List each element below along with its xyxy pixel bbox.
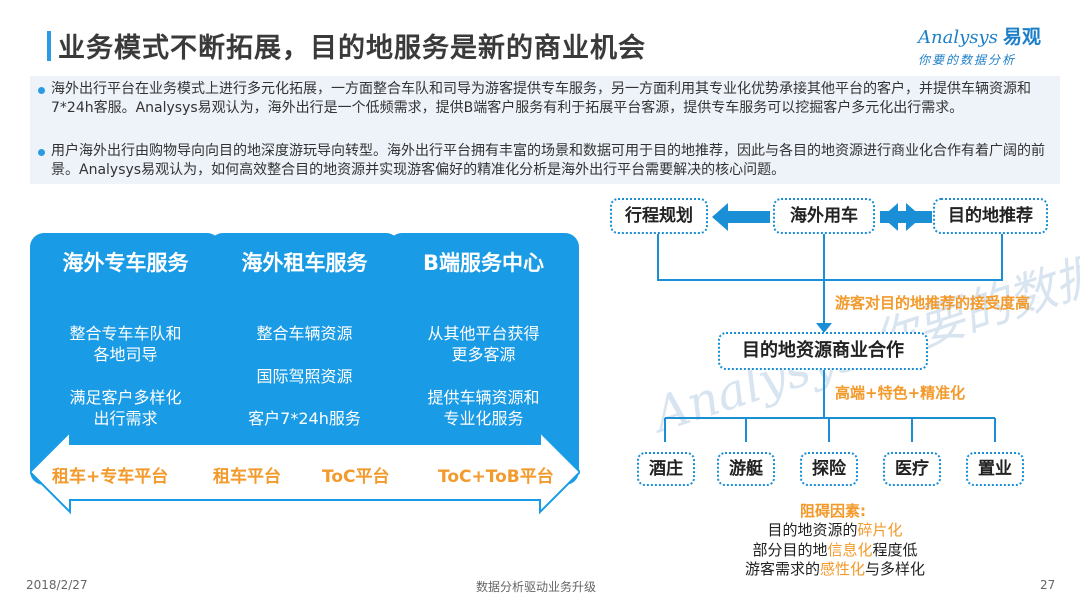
obstacle-highlight: 感性化	[819, 560, 865, 578]
double-arrow-band	[30, 429, 580, 515]
node-destination-cooperation: 目的地资源商业合作	[718, 332, 928, 370]
service-title: B端服务中心	[422, 251, 544, 275]
service-line: 整合专车车队和	[69, 324, 182, 343]
obstacle-text: 部分目的地	[752, 541, 828, 559]
obstacle-highlight: 信息化	[827, 541, 873, 559]
node-destination-recommend: 目的地推荐	[933, 198, 1048, 234]
leaf-property: 置业	[966, 452, 1024, 486]
summary-text-1: 海外出行平台在业务模式上进行多元化拓展，一方面整合车队和司导为游客提供专车服务，…	[51, 81, 1031, 116]
node-overseas-car: 海外用车	[773, 198, 875, 234]
service-title: 海外租车服务	[241, 251, 368, 275]
bullet-dot-icon	[38, 87, 45, 94]
service-line: 专业化服务	[443, 409, 524, 428]
band-label-platform-1: 租车+专车平台	[52, 467, 169, 487]
link-label-acceptance: 游客对目的地推荐的接受度高	[835, 294, 1031, 312]
diagram-connectors	[657, 203, 1003, 442]
summary-text-2: 用户海外出行由购物导向向目的地深度游玩导向转型。海外出行平台拥有丰富的场景和数据…	[51, 143, 1045, 178]
service-line: 客户7*24h服务	[248, 409, 361, 428]
obstacle-text: 目的地资源的	[767, 521, 858, 539]
leaf-winery: 酒庄	[637, 452, 695, 486]
bullet-dot-icon	[38, 149, 45, 156]
logo-wordmark: Analysys	[918, 27, 998, 48]
leaf-adventure: 探险	[800, 452, 858, 486]
band-label-platform-4: ToC+ToB平台	[438, 467, 554, 487]
logo-tagline: 你要的数据分析	[918, 53, 1017, 67]
page-title: 业务模式不断拓展，目的地服务是新的商业机会	[58, 33, 646, 64]
leaf-yacht: 游艇	[717, 452, 775, 486]
footer-date: 2018/2/27	[26, 578, 88, 592]
obstacle-line-1: 目的地资源的碎片化	[705, 519, 965, 540]
service-line: 国际驾照资源	[256, 367, 353, 386]
title-accent-bar	[47, 31, 51, 61]
obstacle-text: 程度低	[872, 541, 918, 559]
band-label-platform-3: ToC平台	[322, 467, 390, 487]
obstacles-title: 阻碍因素:	[800, 502, 866, 520]
obstacle-line-2: 部分目的地信息化程度低	[705, 539, 965, 560]
leaf-medical: 医疗	[883, 452, 941, 486]
service-line: 出行需求	[93, 409, 158, 428]
obstacle-text: 游客需求的	[744, 560, 820, 578]
node-itinerary: 行程规划	[610, 198, 708, 234]
summary-panel: 海外出行平台在业务模式上进行多元化拓展，一方面整合车队和司导为游客提供专车服务，…	[30, 76, 1060, 184]
obstacle-highlight: 碎片化	[857, 521, 903, 539]
service-line: 从其他平台获得	[427, 324, 540, 343]
summary-bullet-1: 海外出行平台在业务模式上进行多元化拓展，一方面整合车队和司导为游客提供专车服务，…	[38, 80, 1054, 118]
service-title: 海外专车服务	[62, 251, 189, 275]
band-label-platform-2: 租车平台	[213, 467, 281, 487]
service-line: 满足客户多样化	[69, 388, 182, 407]
link-label-positioning: 高端+特色+精准化	[835, 384, 966, 402]
service-line: 提供车辆资源和	[427, 388, 540, 407]
obstacle-text: 与多样化	[865, 560, 926, 578]
footer-caption: 数据分析驱动业务升级	[476, 580, 597, 594]
summary-bullet-2: 用户海外出行由购物导向向目的地深度游玩导向转型。海外出行平台拥有丰富的场景和数据…	[38, 142, 1054, 180]
service-line: 更多客源	[451, 345, 516, 364]
service-line: 整合车辆资源	[256, 324, 353, 343]
obstacle-line-3: 游客需求的感性化与多样化	[705, 558, 965, 579]
page-number: 27	[1040, 578, 1056, 592]
analysys-logo: Analysys 易观 你要的数据分析	[918, 22, 1058, 70]
logo-chinese: 易观	[1003, 26, 1042, 48]
service-line: 各地司导	[93, 345, 158, 364]
